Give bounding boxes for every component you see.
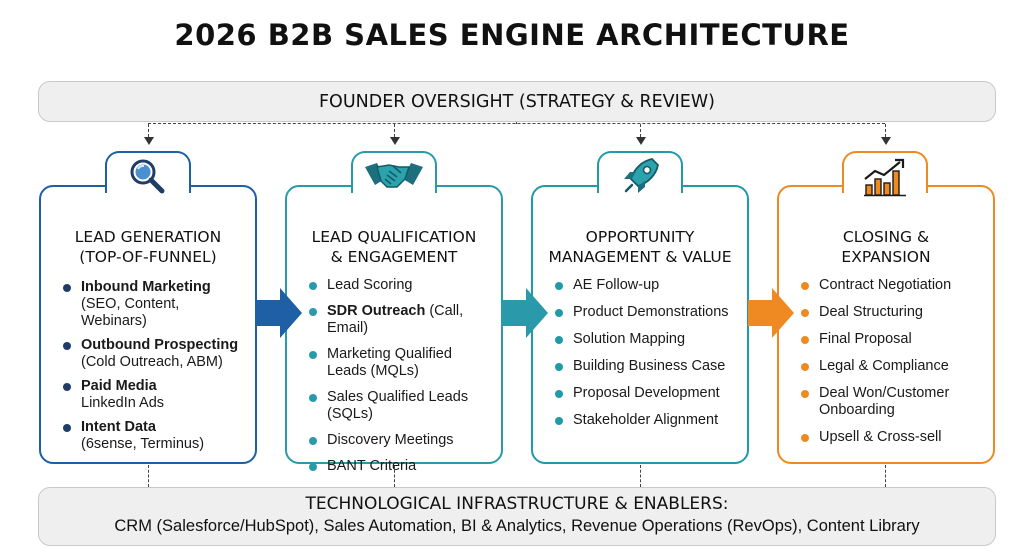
list-item: AE Follow-up: [533, 277, 747, 294]
list-item: Proposal Development: [533, 385, 747, 402]
list-item: Sales Qualified Leads (SQLs): [287, 389, 501, 423]
list-item: Deal Structuring: [779, 304, 993, 321]
list-item: Lead Scoring: [287, 277, 501, 294]
list-item: Contract Negotiation: [779, 277, 993, 294]
stage-2-items: Lead Scoring SDR Outreach (Call, Email) …: [287, 277, 501, 481]
list-item: Stakeholder Alignment: [533, 412, 747, 429]
arrowhead-stage-4: [881, 137, 891, 145]
infrastructure-body: CRM (Salesforce/HubSpot), Sales Automati…: [114, 517, 920, 535]
list-item: Upsell & Cross-sell: [779, 429, 993, 446]
founder-oversight-band: FOUNDER OVERSIGHT (STRATEGY & REVIEW): [38, 81, 996, 122]
stage-1-card: LEAD GENERATION(TOP-OF-FUNNEL) Inbound M…: [39, 185, 257, 464]
arrowhead-stage-2: [390, 137, 400, 145]
connector-to-stage-2: [394, 124, 395, 137]
list-item: Discovery Meetings: [287, 432, 501, 449]
connector-stage-2-infra: [394, 465, 395, 487]
list-item: Product Demonstrations: [533, 304, 747, 321]
stage-4-items: Contract Negotiation Deal Structuring Fi…: [779, 277, 993, 452]
stage-3-items: AE Follow-up Product Demonstrations Solu…: [533, 277, 747, 435]
connector-oversight-horizontal: [148, 123, 885, 124]
list-item: Final Proposal: [779, 331, 993, 348]
connector-stage-4-infra: [885, 465, 886, 487]
stage-2-icon-tab: [351, 151, 437, 193]
list-item: Intent Data (6sense, Terminus): [41, 419, 255, 453]
list-item: Solution Mapping: [533, 331, 747, 348]
list-item: Marketing Qualified Leads (MQLs): [287, 346, 501, 380]
stage-1-icon-tab: [105, 151, 191, 195]
stage-3-icon-tab: [597, 151, 683, 193]
stage-4-icon-tab: [842, 151, 928, 197]
arrowhead-stage-1: [144, 137, 154, 145]
growth-chart-icon: [862, 157, 908, 197]
infrastructure-title: TECHNOLOGICAL INFRASTRUCTURE & ENABLERS:: [305, 494, 729, 514]
list-item: Inbound Marketing (SEO, Content, Webinar…: [41, 279, 255, 330]
diagram-title: 2026 B2B SALES ENGINE ARCHITECTURE: [174, 18, 850, 52]
stage-2-card: LEAD QUALIFICATION& ENGAGEMENT Lead Scor…: [285, 185, 503, 474]
flow-arrow-3: [748, 288, 794, 343]
list-item: Outbound Prospecting (Cold Outreach, ABM…: [41, 337, 255, 371]
magnifier-icon: [126, 157, 170, 195]
stage-4-title: CLOSING &EXPANSION: [841, 228, 931, 266]
list-item: SDR Outreach (Call, Email): [287, 303, 501, 337]
list-item: Paid Media LinkedIn Ads: [41, 378, 255, 412]
stage-4-card: CLOSING &EXPANSION Contract Negotiation …: [777, 185, 995, 464]
connector-to-stage-3: [640, 124, 641, 137]
rocket-icon: [620, 157, 660, 195]
list-item: Legal & Compliance: [779, 358, 993, 375]
connector-to-stage-1: [148, 124, 149, 137]
connector-stage-3-infra: [640, 465, 641, 487]
stage-2-title: LEAD QUALIFICATION& ENGAGEMENT: [311, 228, 477, 266]
stage-1-title: LEAD GENERATION(TOP-OF-FUNNEL): [74, 228, 222, 266]
list-item: Building Business Case: [533, 358, 747, 375]
list-item: BANT Criteria: [287, 458, 501, 475]
list-item: Deal Won/Customer Onboarding: [779, 385, 993, 419]
handshake-icon: [363, 157, 425, 193]
connector-to-stage-4: [885, 124, 886, 137]
connector-stage-1-infra: [148, 465, 149, 487]
flow-arrow-1: [256, 288, 302, 343]
infrastructure-band: TECHNOLOGICAL INFRASTRUCTURE & ENABLERS:…: [38, 487, 996, 546]
arrowhead-stage-3: [636, 137, 646, 145]
stage-1-items: Inbound Marketing (SEO, Content, Webinar…: [41, 279, 255, 459]
flow-arrow-2: [502, 288, 548, 343]
founder-oversight-label: FOUNDER OVERSIGHT (STRATEGY & REVIEW): [318, 91, 715, 112]
